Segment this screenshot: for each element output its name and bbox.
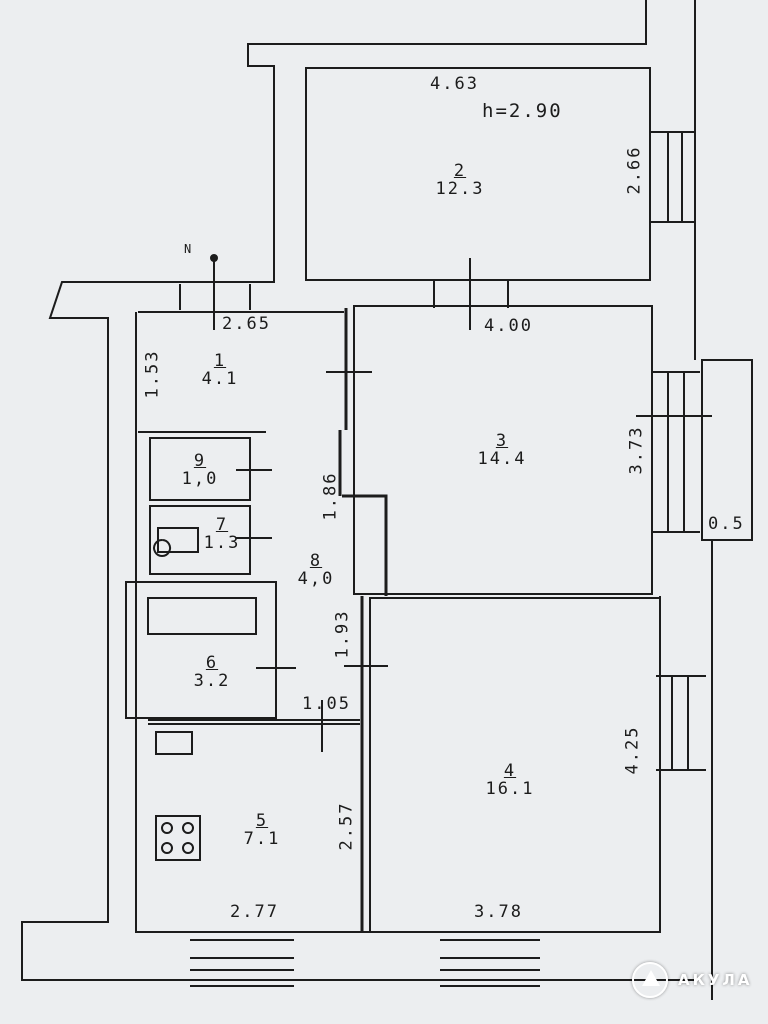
dim-265: 2.65 [222, 314, 271, 334]
balcony [701, 359, 753, 541]
dim-425: 4.25 [622, 725, 643, 775]
corridor-wall [338, 308, 388, 932]
dim-463: 4.63 [430, 74, 479, 94]
shark-logo-icon [632, 962, 668, 998]
watermark-text: АКУЛА [678, 971, 753, 989]
room-2-outline [305, 67, 651, 281]
ceiling-height-label: h=2.90 [482, 100, 563, 122]
room-1-outline [138, 311, 344, 433]
stove [155, 815, 201, 861]
dim-193: 1.93 [332, 609, 353, 659]
north-label: N [184, 242, 194, 256]
dim-400: 4.00 [484, 316, 533, 336]
dim-186: 1.86 [320, 471, 341, 521]
sink [155, 731, 193, 755]
watermark: АКУЛА [632, 962, 753, 998]
room-6-outline [125, 581, 277, 719]
dim-257: 2.57 [336, 801, 357, 851]
room-7-outline [149, 505, 251, 575]
dim-153: 1.53 [142, 349, 163, 399]
windows [179, 131, 706, 987]
bathtub [147, 597, 257, 635]
outer-wall [21, 0, 700, 981]
toilet [153, 527, 199, 557]
dim-05: 0.5 [708, 514, 745, 534]
dim-277: 2.77 [230, 902, 279, 922]
dim-266: 2.66 [624, 145, 645, 195]
door-marks [236, 258, 712, 752]
outer-wall-right [694, 0, 713, 1000]
dim-105: 1.05 [302, 694, 351, 714]
dim-373: 3.73 [626, 425, 647, 475]
room-3-outline [353, 305, 653, 595]
kitchen-wall [148, 719, 360, 725]
outer-wall-inner [135, 312, 661, 933]
dim-378: 3.78 [474, 902, 523, 922]
room-4-outline [369, 597, 661, 933]
